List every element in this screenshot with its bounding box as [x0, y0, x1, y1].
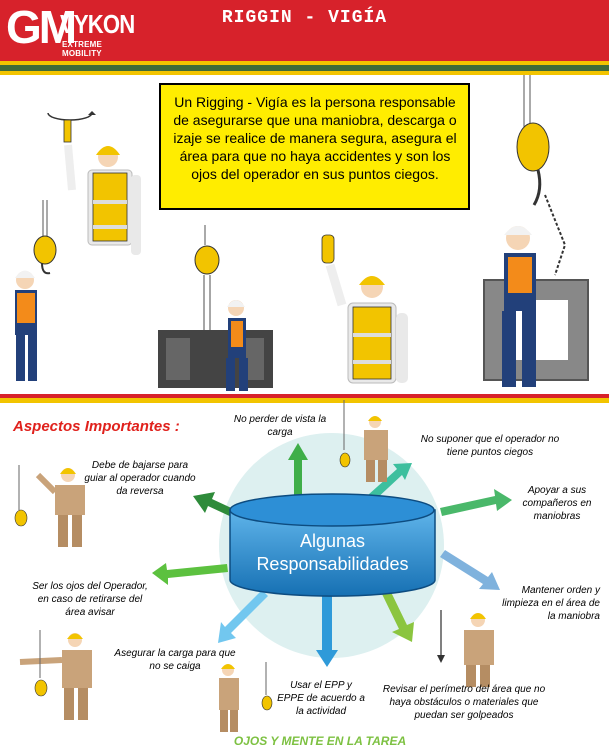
- arrow-no-suponer: [368, 463, 412, 501]
- center-label-line2: Responsabilidades: [256, 554, 409, 574]
- arrow-ser-ojos: [152, 563, 228, 585]
- worker-figure-illustration: [339, 400, 388, 482]
- logo-gm-text: GM: [6, 1, 77, 53]
- divider-stripe: [0, 394, 609, 398]
- definition-text: Un Rigging - Vigía es la persona respons…: [173, 94, 457, 182]
- responsibility-label: Asegurar la carga para que no se caiga: [114, 648, 236, 672]
- arrow-usar-epp: [316, 595, 338, 667]
- definition-box: Un Rigging - Vigía es la persona respons…: [159, 83, 470, 210]
- responsibility-label: No perder de vista la carga: [233, 414, 327, 438]
- worker-figure-illustration: [437, 610, 494, 687]
- worker-hook-right-illustration: [483, 75, 589, 387]
- section-title: Aspectos Importantes :: [13, 418, 180, 435]
- center-label-line1: Algunas: [299, 531, 366, 551]
- responsibility-label: Revisar el perímetro del área que no hay…: [382, 684, 546, 721]
- responsibility-label: No suponer que el operador no tiene punt…: [420, 434, 560, 458]
- company-logo: GM VYKON EXTREME MOBILITY: [4, 1, 135, 58]
- responsibility-label: Mantener orden y limpieza en el área de …: [502, 585, 600, 622]
- top-illustrations: [15, 75, 589, 391]
- center-cylinder: [229, 493, 436, 597]
- logo-tagline: EXTREME MOBILITY: [62, 40, 103, 58]
- footer-slogan: OJOS Y MENTE EN LA TAREA: [233, 734, 407, 748]
- arrow-revisar: [382, 590, 414, 642]
- arrow-no-perder-vista: [288, 443, 308, 500]
- arrow-asegurar-carga: [218, 590, 268, 643]
- worker-figure-illustration: [219, 662, 273, 732]
- machinery-scene-illustration: [158, 225, 273, 391]
- worker-signal-stop-illustration: [321, 234, 408, 384]
- arrow-debe-bajarse: [193, 492, 240, 519]
- responsibility-label: Apoyar a sus compañeros en maniobras: [522, 485, 592, 522]
- worker-hook-left-illustration: [15, 200, 57, 381]
- divider-stripe: [0, 398, 609, 403]
- page-title: RIGGIN - VIGÍA: [221, 8, 388, 28]
- responsibility-label: Usar el EPP y EPPE de acuerdo a la activ…: [277, 680, 365, 717]
- worker-signal-rotate-illustration: [47, 111, 141, 255]
- center-label: Algunas Responsabilidades: [230, 530, 435, 576]
- divider-stripe: [0, 61, 609, 65]
- divider-stripe: [0, 65, 609, 71]
- arrow-apoyar: [440, 489, 512, 516]
- responsibility-label: Ser los ojos del Operador, en caso de re…: [32, 581, 148, 618]
- header-bar: GM VYKON EXTREME MOBILITY RIGGIN - VIGÍA: [0, 0, 609, 61]
- divider-stripe: [0, 71, 609, 75]
- logo-name-text: VYKON: [60, 9, 135, 39]
- arrow-mantener: [440, 550, 500, 590]
- responsibility-label: Debe de bajarse para guiar al operador c…: [84, 460, 196, 497]
- worker-figure-illustration: [19, 630, 92, 720]
- arrows-group: [14, 400, 512, 732]
- worker-figure-illustration: [14, 465, 85, 547]
